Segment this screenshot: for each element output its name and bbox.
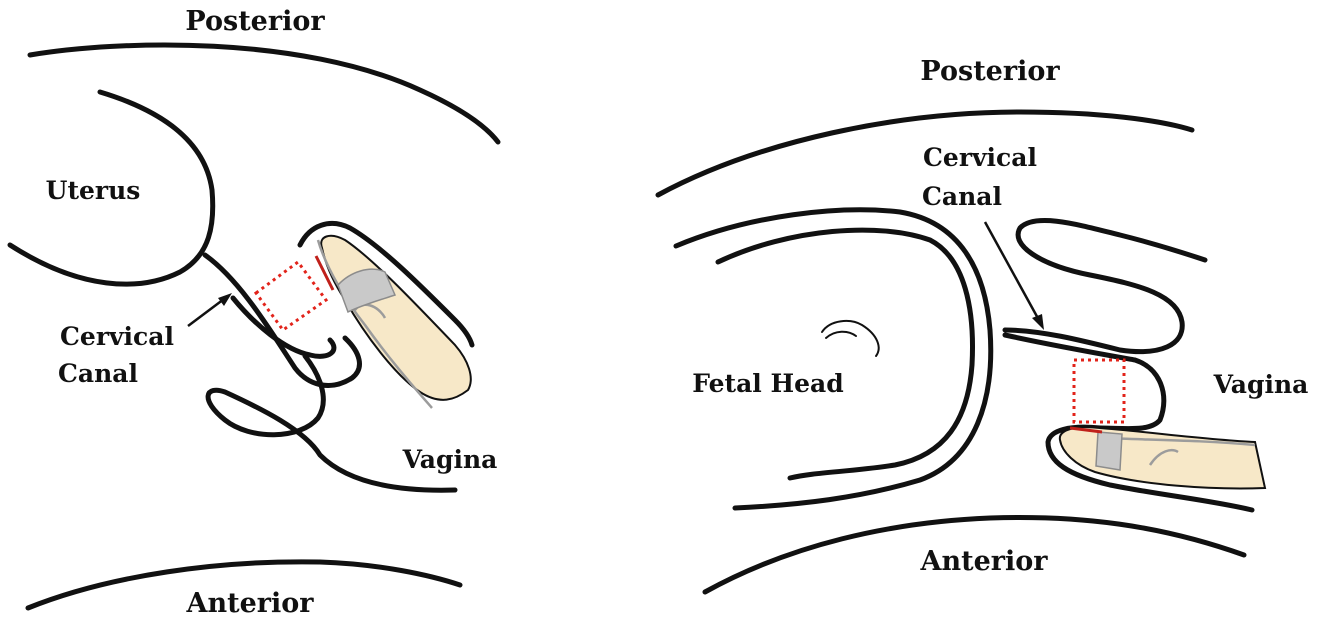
- left-panel: Posterior Uterus Cervical Canal Vagina A…: [10, 6, 498, 619]
- left-vagina-label: Vagina: [402, 445, 498, 474]
- right-cervical-label: Cervical: [923, 143, 1037, 172]
- right-uterus-outer-wall: [676, 210, 991, 508]
- right-fetal-head-outline: [718, 230, 973, 478]
- left-cervical-label: Cervical: [60, 322, 174, 351]
- right-canal-upper-wall: [1005, 220, 1205, 351]
- right-posterior-label: Posterior: [920, 56, 1060, 87]
- left-measurement-box: [256, 262, 326, 330]
- left-anterior-label: Anterior: [186, 588, 315, 619]
- right-canal-arrow-head: [1032, 314, 1044, 330]
- right-canal-label: Canal: [922, 182, 1002, 211]
- right-measurement-box: [1074, 360, 1124, 422]
- right-sensor-band: [1096, 432, 1122, 470]
- right-panel: Posterior Cervical Canal Fetal Head Vagi…: [658, 56, 1308, 592]
- right-vagina-label: Vagina: [1213, 370, 1309, 399]
- right-fetal-ear-inner: [826, 332, 856, 338]
- left-uterus-label: Uterus: [46, 176, 141, 205]
- right-fetal-ear: [822, 321, 879, 356]
- right-canal-lower-wall: [1005, 335, 1164, 429]
- left-posterior-label: Posterior: [185, 6, 325, 37]
- left-canal-arrow-head: [218, 293, 232, 306]
- right-fetal-head-label: Fetal Head: [692, 369, 843, 398]
- right-anterior-label: Anterior: [920, 546, 1049, 577]
- right-canal-arrow-shaft: [985, 222, 1040, 322]
- left-canal-label: Canal: [58, 359, 138, 388]
